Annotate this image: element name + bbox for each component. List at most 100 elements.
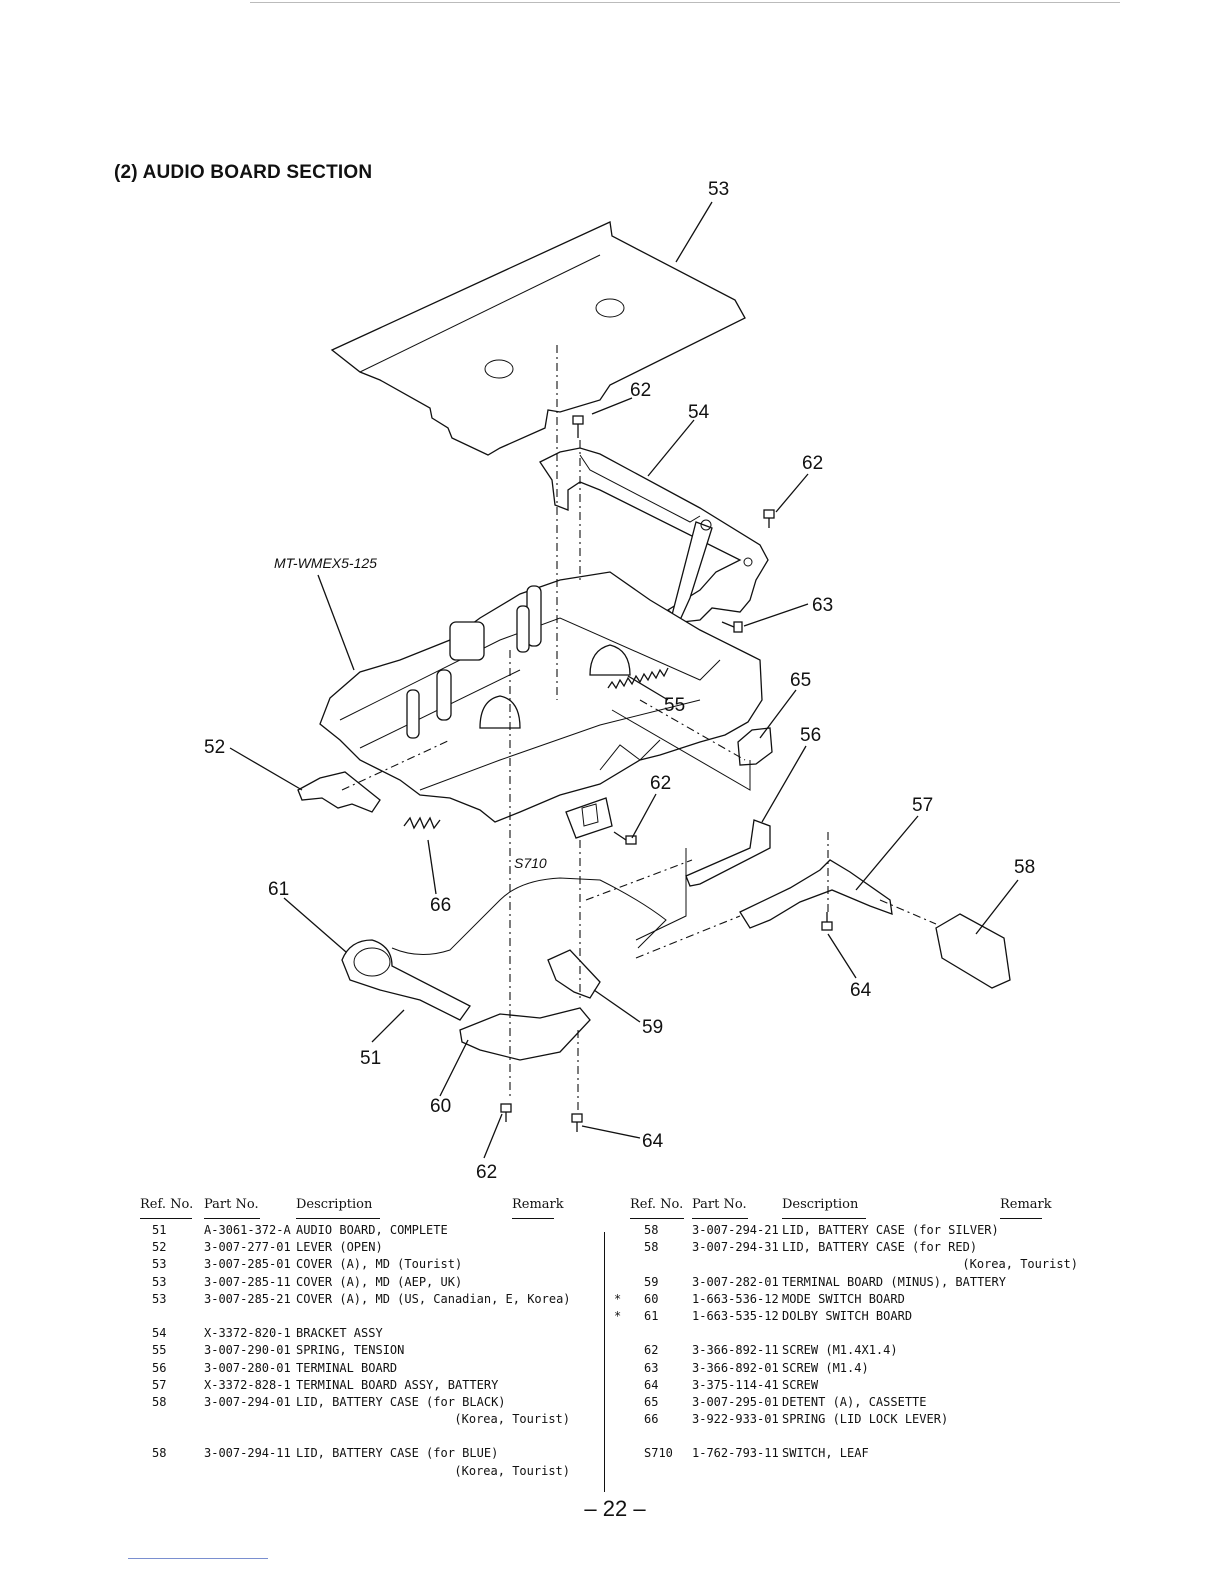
page-number: – 22 –: [584, 1496, 646, 1521]
ref-no-cell: 55: [152, 1343, 167, 1358]
callout-57: 57: [912, 795, 933, 816]
column-divider: [604, 1232, 605, 1492]
callout-51: 51: [360, 1048, 381, 1069]
ref-no-cell: 53: [152, 1257, 167, 1272]
part-no-cell: 3-007-285-21: [204, 1291, 291, 1306]
part-no-cell: 3-007-295-01: [692, 1394, 779, 1409]
table-row: 54 X-3372-820-1 BRACKET ASSY: [140, 1325, 570, 1342]
callout-62: 62: [630, 380, 651, 401]
description-cell: COVER (A), MD (US, Canadian, E, Korea): [296, 1291, 571, 1306]
ref-no-cell: 65: [644, 1394, 659, 1409]
part-no-cell: X-3372-828-1: [204, 1377, 291, 1392]
callout-60: 60: [430, 1096, 451, 1117]
part-no-cell: 3-366-892-01: [692, 1360, 779, 1375]
ref-no-cell: 58: [152, 1394, 167, 1409]
chassis-frame: [319, 571, 763, 823]
callout-53: 53: [708, 179, 729, 200]
model-label: MT-WMEX5-125: [274, 555, 377, 571]
remark-cell: (Korea, Tourist): [962, 1257, 1078, 1272]
table-row: 51 A-3061-372-A AUDIO BOARD, COMPLETE: [140, 1222, 570, 1239]
ref-no-cell: 53: [152, 1291, 167, 1306]
header-description: Description: [296, 1197, 373, 1212]
ref-no-cell: 58: [644, 1223, 659, 1237]
callout-62: 62: [650, 773, 671, 794]
callout-58: 58: [1014, 857, 1035, 878]
description-cell: SCREW: [782, 1377, 819, 1392]
header-ref-no: Ref. No.: [630, 1197, 684, 1212]
description-cell: SPRING (LID LOCK LEVER): [782, 1412, 949, 1427]
remark-row: (Korea, Tourist): [140, 1463, 570, 1480]
description-cell: DOLBY SWITCH BOARD: [782, 1308, 913, 1323]
description-cell: SCREW (M1.4): [782, 1360, 869, 1375]
table-header: Ref. No. Part No. Description Remark: [140, 1196, 570, 1222]
part-no-cell: A-3061-372-A: [204, 1223, 291, 1237]
header-part-no: Part No.: [204, 1197, 259, 1212]
section-title: (2) AUDIO BOARD SECTION: [114, 162, 373, 183]
ref-no-cell: 60: [644, 1291, 659, 1306]
part-no-cell: 3-007-294-11: [204, 1446, 291, 1461]
ref-no-cell: 53: [152, 1274, 167, 1289]
ref-no-cell: 52: [152, 1240, 167, 1255]
row-spacer: [628, 1325, 1078, 1342]
ref-no-cell: 66: [644, 1412, 659, 1427]
battery-case-lid-58: [935, 913, 1011, 989]
description-cell: SCREW (M1.4X1.4): [782, 1343, 898, 1358]
description-cell: DETENT (A), CASSETTE: [782, 1394, 927, 1409]
part-no-cell: 3-007-285-11: [204, 1274, 291, 1289]
bracket-assy-54: [539, 447, 769, 623]
mode-switch-board-60: [459, 1007, 591, 1061]
part-no-cell: 3-007-282-01: [692, 1274, 779, 1289]
callout-65: 65: [790, 670, 811, 691]
table-header: Ref. No. Part No. Description Remark: [628, 1196, 1078, 1222]
screw-62-bottom: [500, 1103, 512, 1122]
part-no-cell: 1-663-535-12: [692, 1308, 779, 1323]
description-cell: AUDIO BOARD, COMPLETE: [296, 1223, 448, 1237]
flex-cable: [391, 877, 667, 955]
spring-lid-lock-66: [403, 816, 441, 830]
remark-row: (Korea, Tourist): [628, 1256, 1078, 1273]
part-no-cell: 3-007-280-01: [204, 1360, 291, 1375]
leader-lines: [229, 201, 1019, 1159]
ref-no-cell: 56: [152, 1360, 167, 1375]
ref-no-cell: S710: [644, 1446, 673, 1461]
terminal-board-minus-59: [547, 949, 601, 999]
part-no-cell: X-3372-820-1: [204, 1326, 291, 1341]
ref-no-cell: 59: [644, 1274, 659, 1289]
description-cell: TERMINAL BOARD (MINUS), BATTERY: [782, 1274, 1006, 1289]
description-cell: BRACKET ASSY: [296, 1326, 383, 1341]
ref-no-cell: 51: [152, 1223, 167, 1237]
top-rule: [250, 2, 1120, 3]
callout-54: 54: [688, 402, 710, 423]
screw-64-bottom: [571, 1113, 583, 1132]
spring-tension-55: [607, 667, 669, 690]
mark-cell: *: [614, 1291, 622, 1306]
header-ref-no: Ref. No.: [140, 1197, 194, 1212]
row-spacer: [140, 1308, 570, 1325]
description-cell: LID, BATTERY CASE (for RED): [782, 1240, 978, 1255]
screw-62-right: [763, 509, 775, 528]
ref-no-cell: 64: [644, 1377, 659, 1392]
screw-62-s710: [613, 831, 637, 845]
part-no-cell: 3-007-294-31: [692, 1240, 779, 1255]
ref-no-cell: 54: [152, 1326, 167, 1341]
header-remark: Remark: [512, 1197, 564, 1212]
header-remark: Remark: [1000, 1197, 1052, 1212]
bottom-rule: [128, 1558, 268, 1559]
dolby-switch-board-61: [341, 939, 471, 1021]
part-no-cell: 3-007-294-01: [204, 1394, 291, 1409]
callout-55: 55: [664, 695, 685, 716]
description-cell: TERMINAL BOARD ASSY, BATTERY: [296, 1377, 499, 1392]
remark-row: (Korea, Tourist): [140, 1411, 570, 1428]
